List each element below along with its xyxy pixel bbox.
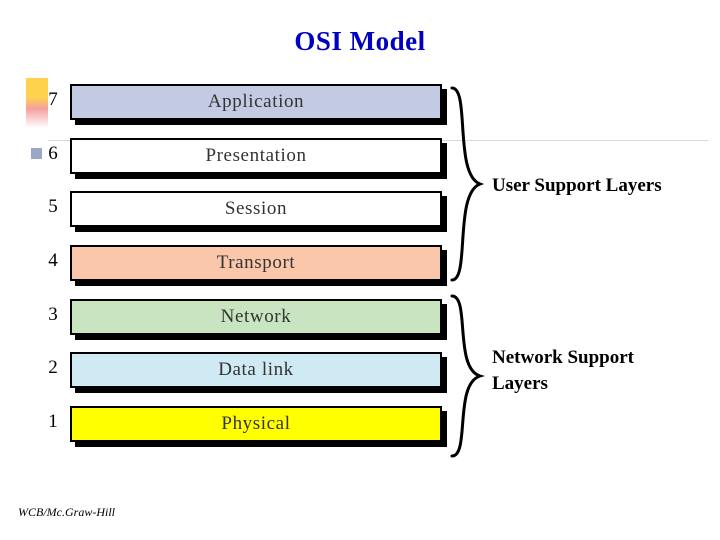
layer-row: 1 Physical	[40, 406, 450, 444]
layer-number: 1	[48, 411, 58, 432]
layer-row: 2 Data link	[40, 352, 450, 390]
layer-box-network[interactable]: Network	[70, 299, 442, 335]
layer-number: 4	[48, 250, 58, 271]
footer-credit: WCB/Mc.Graw-Hill	[18, 505, 115, 519]
layer-label: Application	[207, 91, 305, 112]
page-title: OSI Model	[294, 26, 426, 56]
layer-row: 6 Presentation	[40, 138, 450, 176]
layer-label: Presentation	[205, 145, 307, 166]
brace-network-support-layers	[448, 292, 488, 460]
layer-number: 5	[48, 196, 58, 217]
group-label-user-support: User Support Layers	[492, 175, 662, 196]
layer-row: 4 Transport	[40, 245, 450, 283]
layer-label: Physical	[221, 413, 291, 434]
layer-label: Network	[220, 306, 292, 327]
layer-box-session[interactable]: Session	[70, 191, 442, 227]
brace-user-support-layers	[448, 84, 488, 284]
layer-number: 6	[48, 143, 58, 164]
decorative-square-icon	[31, 148, 42, 159]
layer-label: Session	[224, 198, 288, 219]
layer-number: 7	[48, 89, 58, 110]
layer-row: 5 Session	[40, 191, 450, 229]
decorative-gradient-block	[26, 78, 48, 128]
layer-number: 2	[48, 357, 58, 378]
group-label-network-support: Network Support Layers	[492, 347, 634, 394]
layer-box-application[interactable]: Application	[70, 84, 442, 120]
layer-box-physical[interactable]: Physical	[70, 406, 442, 442]
layer-label: Data link	[218, 359, 294, 380]
layer-box-presentation[interactable]: Presentation	[70, 138, 442, 174]
layer-row: 3 Network	[40, 299, 450, 337]
layer-number: 3	[48, 304, 58, 325]
layer-box-data-link[interactable]: Data link	[70, 352, 442, 388]
layer-label: Transport	[216, 252, 296, 273]
layer-box-transport[interactable]: Transport	[70, 245, 442, 281]
layer-row: 7 Application	[40, 84, 450, 122]
